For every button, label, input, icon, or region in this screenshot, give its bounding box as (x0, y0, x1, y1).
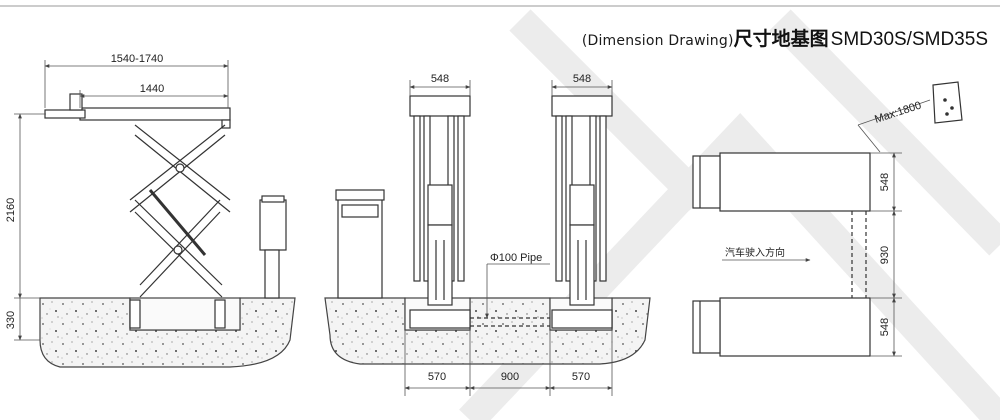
top-view-dimensions (722, 99, 931, 357)
title-chinese: 尺寸地基图 (733, 28, 829, 50)
front-right-platform (551, 95, 613, 117)
pipe-label: Φ100 Pipe (490, 252, 542, 264)
side-ground-slab (39, 297, 296, 368)
dim-gap-width: 900 (501, 371, 519, 383)
dim-pit-depth: 330 (5, 311, 17, 329)
front-left-platform (409, 95, 471, 117)
dim-max-height: 2160 (5, 198, 17, 222)
front-view-dimensions (404, 80, 613, 396)
top-platform-upper (719, 152, 871, 212)
top-platform-lower (719, 297, 871, 357)
side-view-dimensions (14, 60, 229, 341)
front-view (324, 95, 651, 365)
dim-platform-length: 1440 (140, 83, 164, 95)
drawing-title: (Dimension Drawing) 尺寸地基图 SMD30S/SMD35S (582, 24, 988, 51)
side-control-box (259, 199, 287, 251)
title-models: SMD30S/SMD35S (830, 29, 988, 50)
top-view (692, 81, 963, 357)
dim-pit-left-width: 570 (428, 371, 446, 383)
dim-top-platform-width-lower: 548 (879, 318, 891, 336)
dim-top-platform-width-upper: 548 (879, 173, 891, 191)
dim-front-platform-right: 548 (573, 73, 591, 85)
dim-pit-right-width: 570 (572, 371, 590, 383)
dim-top-gap: 930 (879, 246, 891, 264)
drive-direction-label: 汽车驶入方向 (725, 246, 785, 259)
dim-overall-length: 1540-1740 (111, 53, 164, 65)
dim-front-platform-left: 548 (431, 73, 449, 85)
side-view (39, 93, 296, 368)
side-platform (79, 107, 231, 121)
title-english: (Dimension Drawing) (581, 33, 734, 49)
